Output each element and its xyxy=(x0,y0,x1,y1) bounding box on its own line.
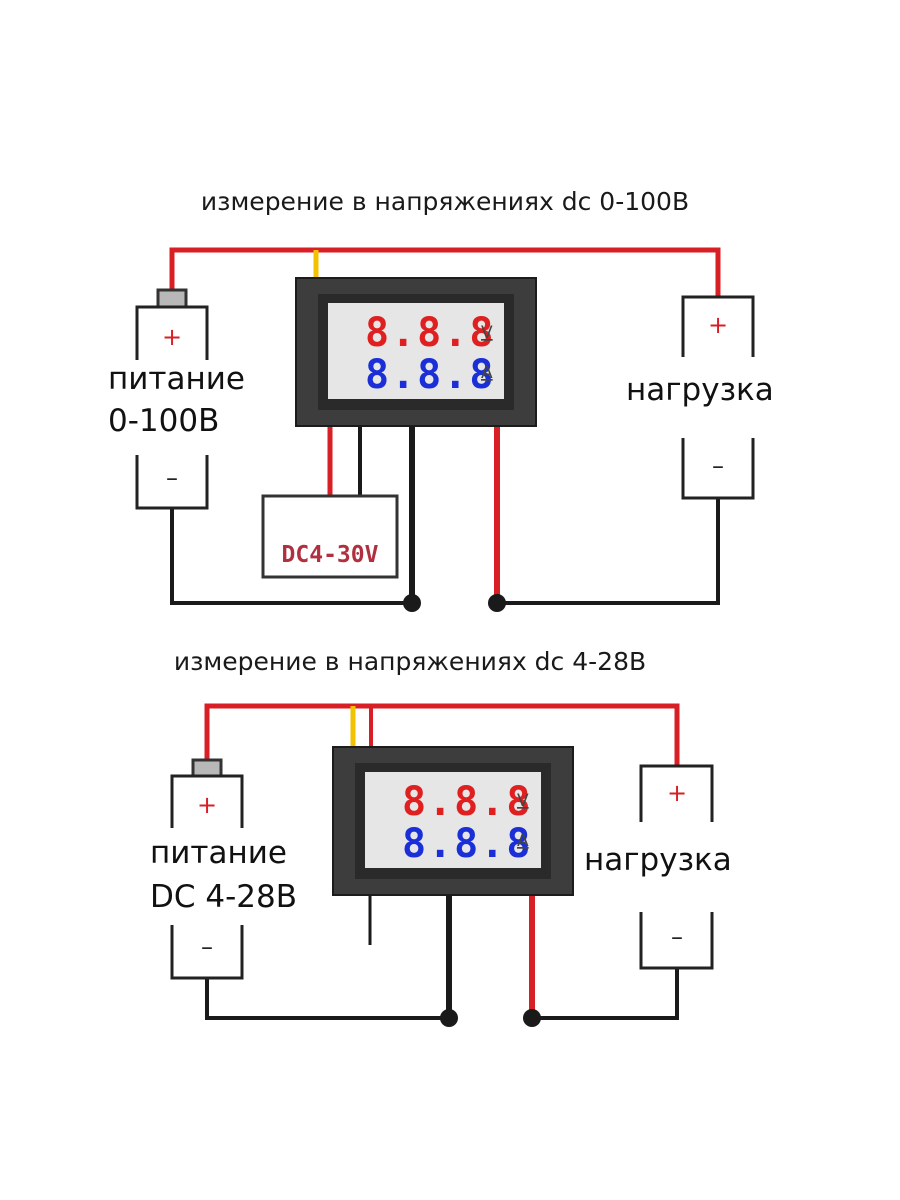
top-junction-red xyxy=(488,594,506,612)
bottom-voltage-unit: V xyxy=(517,791,529,811)
bottom-supply-label-line2: DC 4-28В xyxy=(150,879,297,915)
diagram-top-title: измерение в напряжениях dc 0-100В xyxy=(201,187,689,216)
bottom-voltage-display: 8.8.8 xyxy=(402,779,532,825)
bottom-wire-supply-minus xyxy=(205,978,449,1020)
bottom-wire-supply-plus xyxy=(204,703,680,766)
top-wire-supply-minus xyxy=(170,508,412,605)
bottom-meter: 8.8.8 V 8.8.8 A xyxy=(332,746,574,896)
diagram-bottom: измерение в напряжениях dc 4-28В + – пит… xyxy=(150,647,732,1027)
top-voltage-display: 8.8.8 xyxy=(365,310,495,356)
top-supply-plus-sign: + xyxy=(162,323,182,351)
bottom-wire-load-minus xyxy=(532,968,679,1020)
bottom-supply-battery: + – xyxy=(170,758,244,980)
top-supply-battery: + – xyxy=(135,288,209,510)
top-wire-supply-plus xyxy=(169,247,721,305)
bottom-supply-label-line1: питание xyxy=(150,835,287,871)
top-meter: 8.8.8 V 8.8.8 A xyxy=(295,277,537,427)
top-load-minus-sign: – xyxy=(712,452,724,480)
top-current-display: 8.8.8 xyxy=(365,352,495,398)
top-aux-supply-label: DC4-30V xyxy=(282,542,379,568)
top-voltage-unit: V xyxy=(481,323,493,343)
bottom-load-minus-sign: – xyxy=(671,923,683,951)
top-junction-black xyxy=(403,594,421,612)
bottom-load-battery: + – xyxy=(639,764,714,970)
diagram-bottom-title: измерение в напряжениях dc 4-28В xyxy=(174,647,646,676)
bottom-current-display: 8.8.8 xyxy=(402,821,532,867)
bottom-junction-black xyxy=(440,1009,458,1027)
top-load-plus-sign: + xyxy=(708,311,728,339)
bottom-junction-red xyxy=(523,1009,541,1027)
bottom-supply-plus-sign: + xyxy=(197,791,217,819)
top-aux-supply: DC4-30V xyxy=(261,494,399,579)
diagram-top: измерение в напряжениях dc 0-100В + – пи… xyxy=(108,187,774,612)
bottom-load-plus-sign: + xyxy=(667,779,687,807)
bottom-load-label: нагрузка xyxy=(584,842,732,878)
top-current-unit: A xyxy=(481,363,493,383)
top-wire-load-minus xyxy=(497,498,720,605)
top-supply-minus-sign: – xyxy=(166,464,178,492)
top-supply-label-line1: питание xyxy=(108,361,245,397)
top-load-label: нагрузка xyxy=(626,372,774,408)
bottom-current-unit: A xyxy=(517,831,529,851)
top-load-battery: + – xyxy=(681,295,755,500)
top-supply-label-line2: 0-100В xyxy=(108,403,219,439)
bottom-supply-minus-sign: – xyxy=(201,933,213,961)
